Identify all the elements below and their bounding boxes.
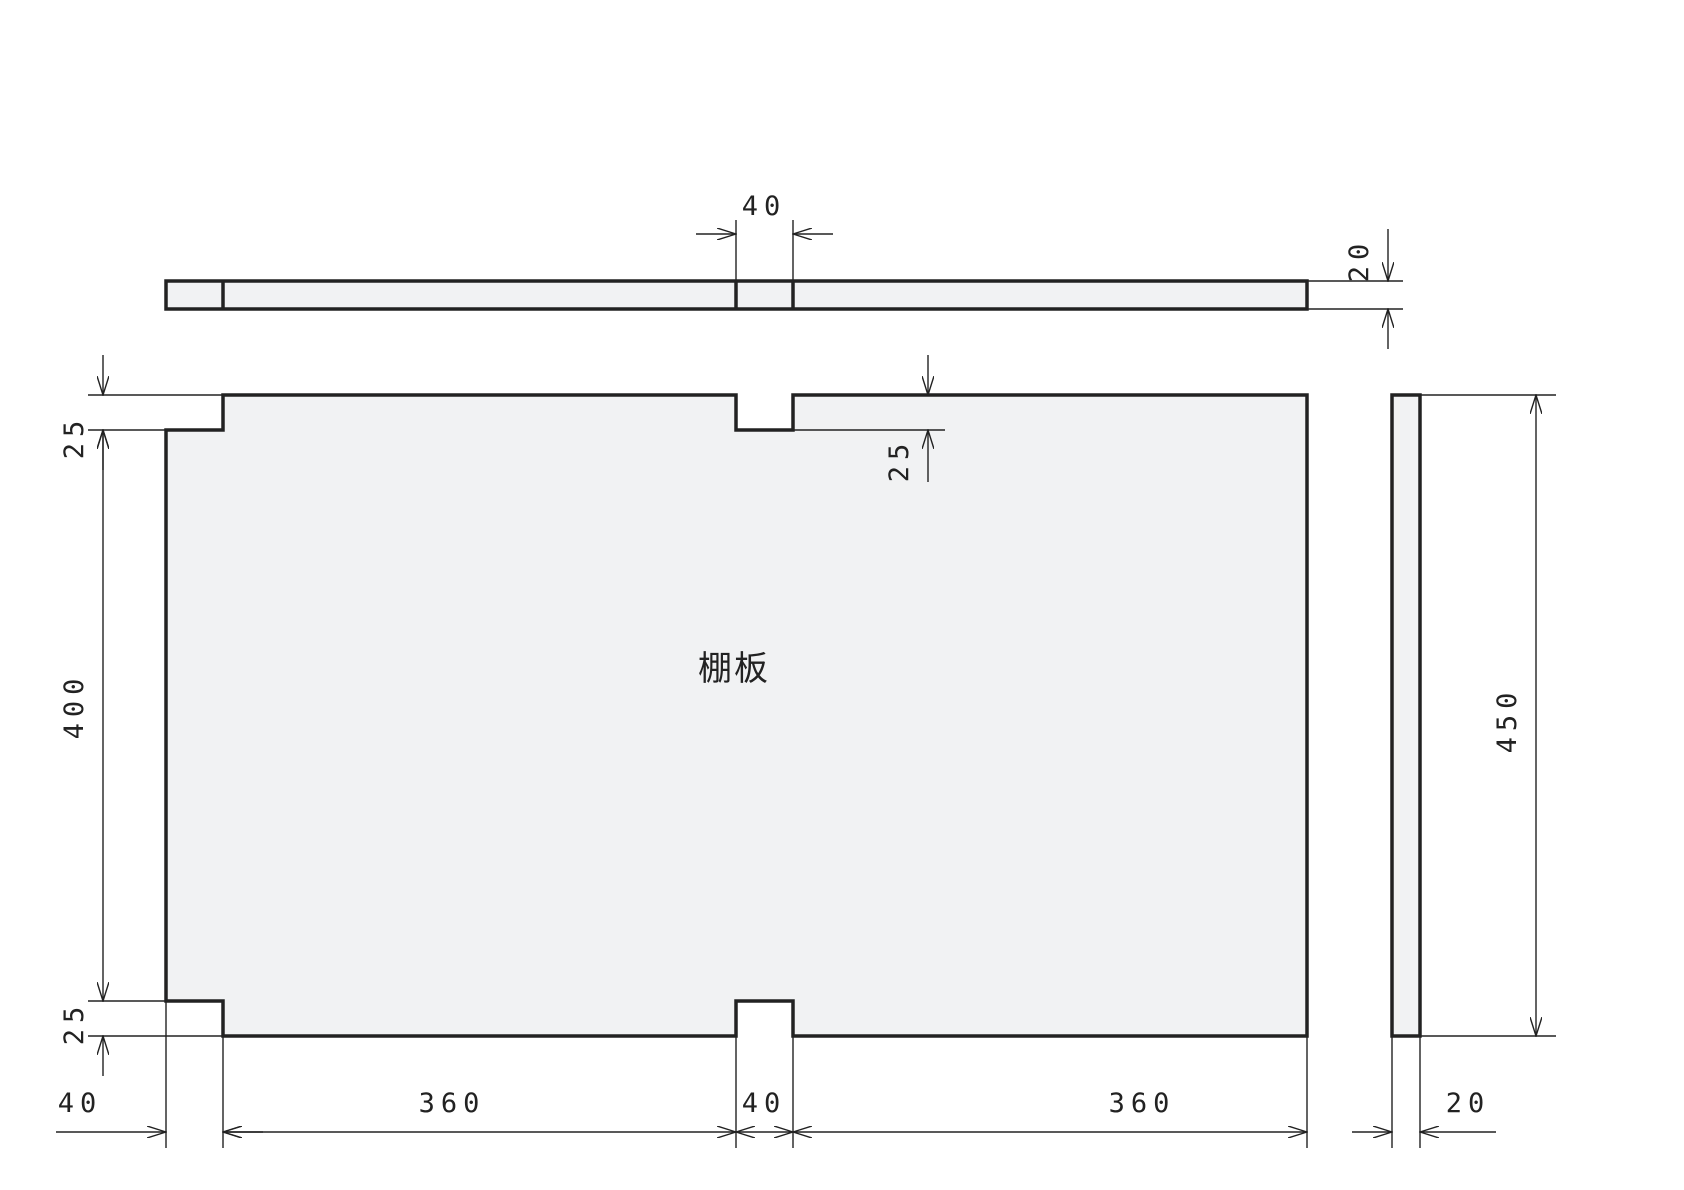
- dim-label-side-thickness: 20: [1446, 1088, 1491, 1119]
- dim-label-top-thickness: 20: [1344, 238, 1375, 283]
- part-label: 棚板: [698, 649, 770, 689]
- dim-notch-bottom-left: 25: [59, 1001, 223, 1076]
- dim-bottom-chain: 40 360 40 360: [56, 1001, 1307, 1148]
- dim-notch-center: 25: [793, 355, 945, 482]
- dim-label-bottom-right-span: 360: [1109, 1088, 1176, 1119]
- dim-label-bottom-left-notch: 40: [58, 1088, 103, 1119]
- dim-middle-height: 400: [59, 430, 166, 1001]
- dim-label-notch-center: 25: [884, 438, 915, 483]
- top-view: [164, 279, 1309, 311]
- dim-label-bottom-left-span: 360: [419, 1088, 486, 1119]
- dim-label-notch-bottom-left: 25: [59, 1001, 90, 1046]
- dim-label-top-slot: 40: [742, 191, 787, 222]
- dim-total-depth: 450: [1420, 395, 1556, 1036]
- dim-label-notch-top-left: 25: [59, 415, 90, 460]
- dim-top-thickness: 20: [1307, 229, 1403, 349]
- dim-top-slot-width: 40: [696, 191, 833, 281]
- dim-label-middle-height: 400: [59, 673, 90, 740]
- dim-side-thickness: 20: [1352, 1036, 1496, 1148]
- dim-label-bottom-center-slot: 40: [742, 1088, 787, 1119]
- side-view-board: [1390, 393, 1422, 1038]
- dim-label-total-depth: 450: [1492, 687, 1523, 754]
- front-view-board: [164, 393, 1309, 1038]
